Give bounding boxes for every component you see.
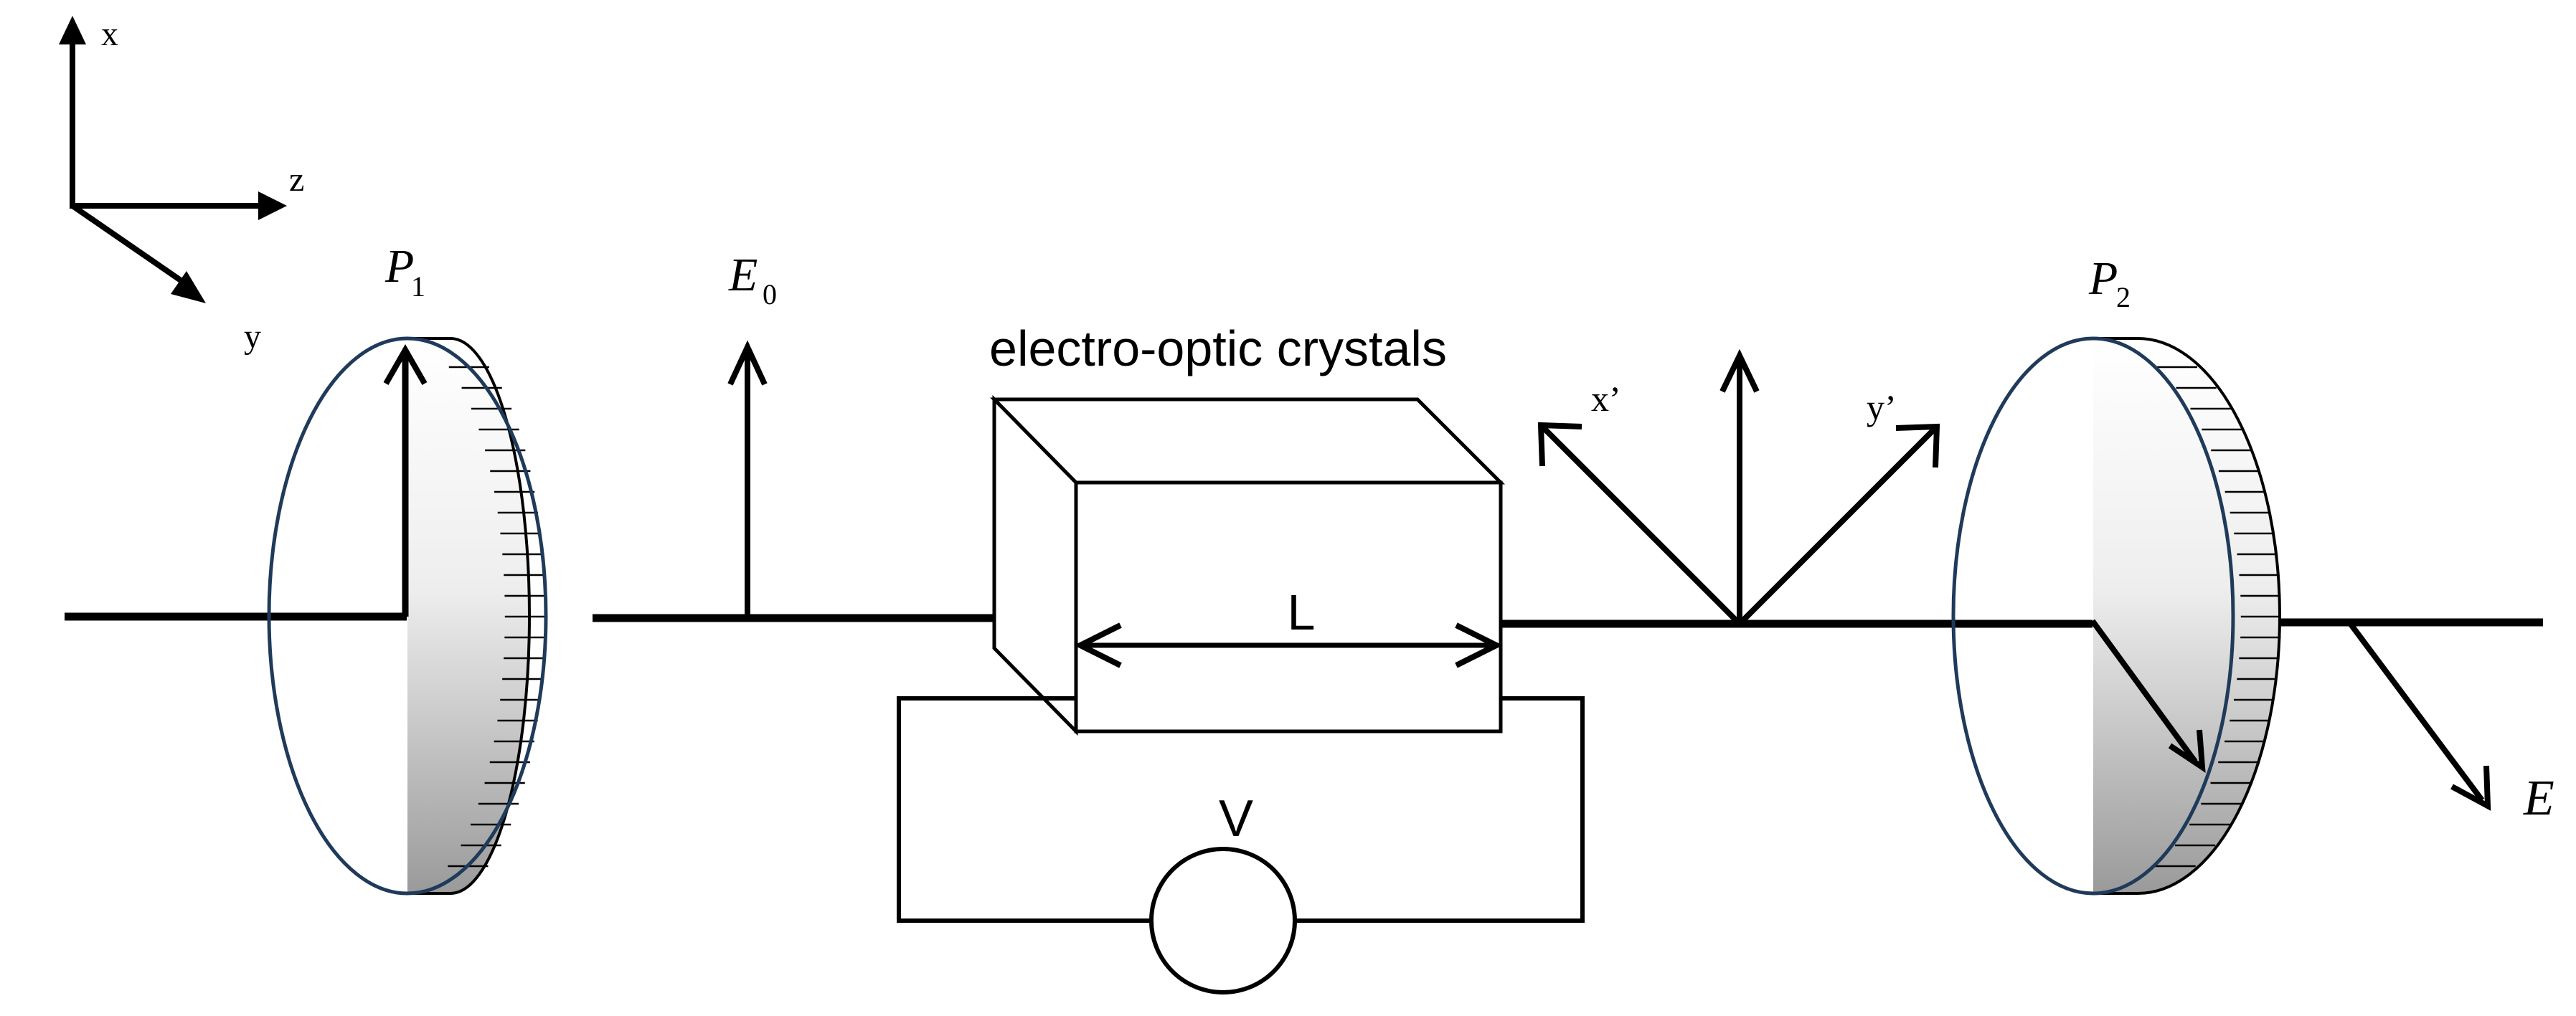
input-field-label: E: [728, 249, 758, 301]
polarizer-p2-axis-arrowhead-icon: [2168, 729, 2206, 773]
rotated-principal-axes: x’ y’: [1537, 348, 1940, 626]
polarizer-p1: P 1: [267, 240, 548, 896]
polarizer-p1-subscript: 1: [411, 270, 425, 303]
crystal-caption: electro-optic crystals: [989, 321, 1447, 376]
y-axis-label: y: [244, 318, 261, 356]
input-field-e0: E 0: [727, 249, 777, 618]
x-prime-arrowhead-icon: [1537, 422, 1582, 467]
length-left-arrowhead-icon: [1074, 622, 1122, 668]
polarizer-p1-label: P: [384, 240, 414, 293]
y-prime-label: y’: [1867, 387, 1897, 427]
rotated-vertical-arrowhead-icon: [1719, 348, 1760, 393]
circuit-wire-left: [897, 696, 1151, 923]
polarizer-p2-subscript: 2: [2116, 281, 2131, 313]
x-axis-label: x: [101, 15, 118, 53]
z-axis-label: z: [289, 161, 304, 199]
polarizer-p2-rim-outline: [2093, 337, 2281, 895]
y-prime-arrowhead-icon: [1895, 423, 1940, 468]
polarizer-p2: P 2: [1951, 252, 2281, 896]
crystal-length-label: L: [1288, 584, 1316, 640]
polarizer-p1-axis-arrowhead-icon: [383, 343, 428, 385]
polarizer-p1-rim-outline: [407, 337, 531, 895]
polarizer-p2-face: [1951, 336, 2235, 896]
voltage-source-icon: [1149, 847, 1297, 994]
output-field-vector: [2346, 620, 2485, 802]
z-axis-arrowhead-icon: [258, 191, 287, 220]
length-right-arrowhead-icon: [1455, 622, 1503, 668]
output-field-label: E: [2523, 771, 2554, 826]
voltage-circuit: V: [897, 696, 1585, 994]
y-axis-arrowhead-icon: [171, 271, 206, 303]
polarizer-p2-label: P: [2088, 252, 2118, 305]
circuit-wire-right: [1295, 696, 1585, 923]
x-prime-label: x’: [1591, 379, 1621, 419]
electro-optic-crystal: electro-optic crystals L: [989, 321, 1506, 736]
polarizer-p2-rim-ticks: [2155, 366, 2281, 868]
output-field-e: E: [2346, 620, 2554, 826]
voltage-source-label: V: [1219, 790, 1253, 848]
input-field-subscript: 0: [763, 278, 777, 310]
polarizer-p1-rim-fill: [407, 338, 529, 893]
x-axis-arrowhead-icon: [59, 16, 86, 44]
coordinate-axes: x z y: [59, 15, 304, 356]
input-field-arrowhead-icon: [727, 340, 768, 386]
optical-beam-axis: [65, 612, 2543, 628]
crystal-front-face: [1074, 480, 1503, 733]
polarizer-p1-face: [267, 336, 548, 896]
y-axis: [70, 203, 192, 290]
crystal-top-face: [990, 397, 1506, 485]
output-field-arrowhead-icon: [2450, 765, 2491, 811]
polarizer-p2-rim-fill: [2093, 338, 2280, 893]
polarizer-p2-transmission-axis: [2090, 619, 2198, 764]
y-prime-axis-vector: [1737, 427, 1936, 626]
x-prime-axis-vector: [1542, 426, 1742, 626]
